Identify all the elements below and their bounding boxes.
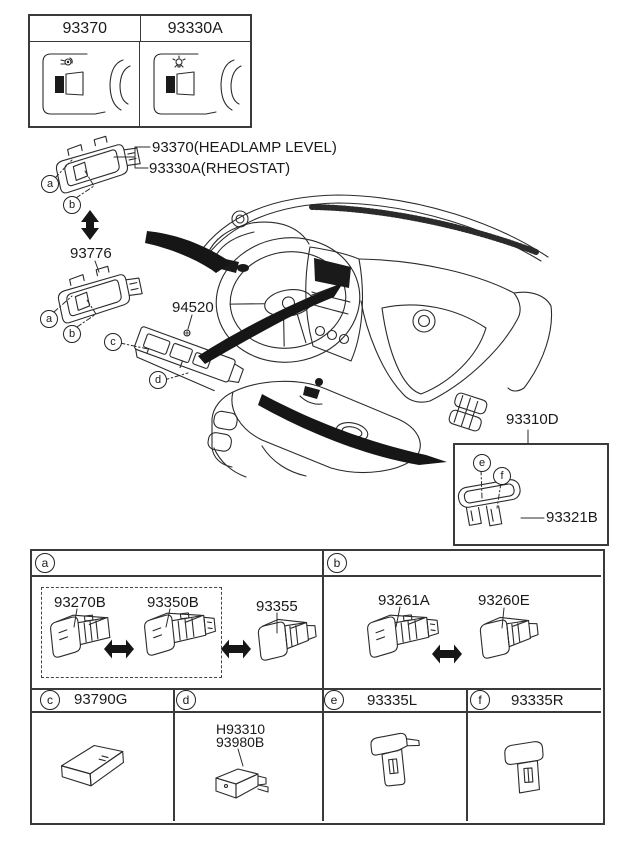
part-number-93270b[interactable]: 93270B xyxy=(54,594,106,611)
part-number-93335l[interactable]: 93335L xyxy=(367,692,418,709)
part-number-93350b[interactable]: 93350B xyxy=(147,594,199,611)
part-number-93321b[interactable]: 93321B xyxy=(546,509,598,526)
swap-arrow-vertical-icon xyxy=(81,210,99,240)
headlamp-switch-art xyxy=(55,135,141,194)
part-number-93980b[interactable]: 93980B xyxy=(216,734,265,750)
section-header-bubble-f: f xyxy=(470,690,490,710)
callout-bubble-c: c xyxy=(104,333,122,351)
part-number-93310d[interactable]: 93310D xyxy=(506,411,559,428)
callout-bubble-e: e xyxy=(473,454,491,472)
part-number-h93310[interactable]: H93310 xyxy=(216,721,266,737)
section-header-bubble-e: e xyxy=(324,690,344,710)
screw-icon xyxy=(183,329,191,337)
part-number-93261a[interactable]: 93261A xyxy=(378,592,430,609)
part-number-93790g[interactable]: 93790G xyxy=(74,691,128,708)
table-line xyxy=(30,688,601,690)
callout-bubble-b: b xyxy=(63,325,81,343)
top-reference-table-header: 93370 93330A xyxy=(30,16,250,42)
table-divider xyxy=(139,41,140,126)
dimmer-switch-art xyxy=(57,265,143,324)
switch-panel-art-94520 xyxy=(134,326,244,392)
callout-headlamp-level[interactable]: 93370(HEADLAMP LEVEL) xyxy=(152,139,337,156)
part-number-93260e[interactable]: 93260E xyxy=(478,592,530,609)
table-line xyxy=(30,575,601,577)
section-header-bubble-a: a xyxy=(35,553,55,573)
part-number-94520[interactable]: 94520 xyxy=(172,299,214,316)
table-line xyxy=(173,688,175,821)
part-number-93330a[interactable]: 93330A xyxy=(167,20,223,37)
pointer-arrow-to-center-stack xyxy=(198,283,343,364)
callout-rheostat[interactable]: 93330A(RHEOSTAT) xyxy=(149,160,291,177)
callout-bubble-a: a xyxy=(41,175,59,193)
table-line xyxy=(322,549,324,688)
callout-bubble-b: b xyxy=(63,196,81,214)
top-reference-table: 93370 93330A xyxy=(28,14,252,128)
part-number-93335r[interactable]: 93335R xyxy=(511,692,564,709)
section-header-bubble-c: c xyxy=(40,690,60,710)
table-line xyxy=(30,711,601,713)
table-line xyxy=(322,688,324,821)
part-number-93370[interactable]: 93370 xyxy=(30,16,141,41)
section-header-bubble-d: d xyxy=(176,690,196,710)
section-header-bubble-b: b xyxy=(327,553,347,573)
callout-bubble-a: a xyxy=(40,310,58,328)
pointer-arrow-to-column xyxy=(145,231,231,273)
part-number-93776[interactable]: 93776 xyxy=(70,245,112,262)
sections-table xyxy=(30,549,605,825)
callout-bubble-d: d xyxy=(149,371,167,389)
part-number-93355[interactable]: 93355 xyxy=(256,598,298,615)
pointer-arrow-to-console-box xyxy=(258,394,447,465)
table-line xyxy=(466,688,468,821)
callout-bubble-f: f xyxy=(493,467,511,485)
dashboard-art xyxy=(195,194,553,478)
